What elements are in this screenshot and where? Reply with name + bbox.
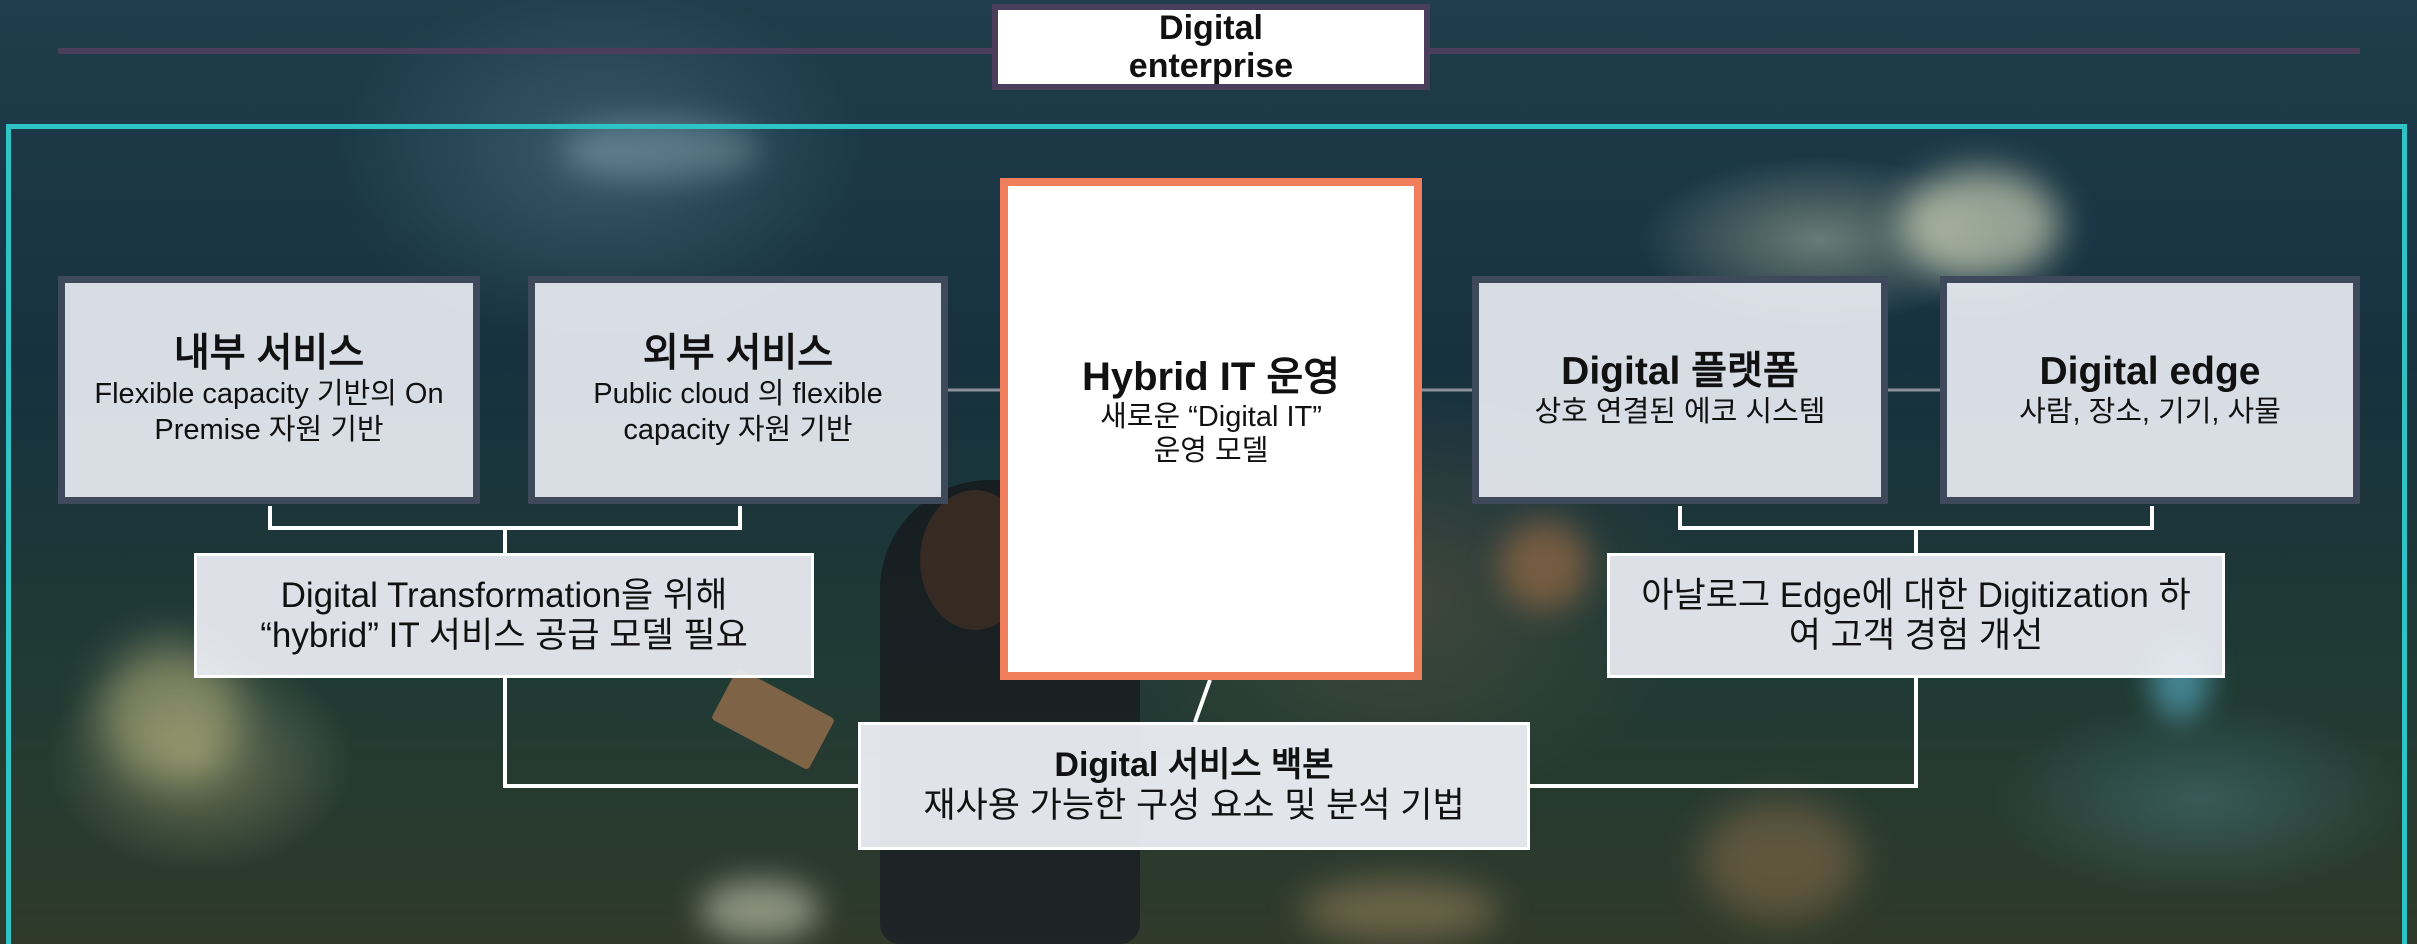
- center-title: Hybrid IT 운영: [1081, 355, 1341, 399]
- box-title: Digital edge: [2039, 350, 2261, 393]
- note-hybrid-it: Digital Transformation을 위해 “hybrid” IT 서…: [194, 553, 814, 678]
- title-box: Digital enterprise: [992, 4, 1430, 90]
- backbone-title: Digital 서비스 백본: [1054, 746, 1334, 784]
- box-title: 외부 서비스: [642, 332, 834, 375]
- box-title: 내부 서비스: [173, 332, 365, 375]
- backbone-subtitle: 재사용 가능한 구성 요소 및 분석 기법: [923, 786, 1465, 825]
- note-digitization: 아날로그 Edge에 대한 Digitization 하여 고객 경험 개선: [1607, 553, 2225, 678]
- connector-left-bracket: [268, 506, 742, 530]
- box-internal-services: 내부 서비스 Flexible capacity 기반의 On Premise …: [58, 276, 480, 504]
- note-text: Digital Transformation을 위해 “hybrid” IT 서…: [260, 575, 748, 655]
- connector-right-bracket: [1678, 506, 2154, 530]
- note-text: 아날로그 Edge에 대한 Digitization 하여 고객 경험 개선: [1641, 575, 2191, 655]
- enterprise-frame: [6, 124, 2407, 944]
- connector-center-to-backbone: [1193, 679, 1212, 723]
- connector-right-to-backbone: [1530, 678, 1918, 788]
- box-subtitle: 사람, 장소, 기기, 사물: [2019, 396, 2281, 428]
- center-box: Hybrid IT 운영 새로운 “Digital IT” 운영 모델: [1000, 178, 1422, 680]
- diagram-title: Digital enterprise: [1128, 9, 1294, 85]
- box-digital-edge: Digital edge 사람, 장소, 기기, 사물: [1940, 276, 2360, 504]
- box-external-services: 외부 서비스 Public cloud 의 flexible capacity …: [528, 276, 948, 504]
- box-digital-platform: Digital 플랫폼 상호 연결된 에코 시스템: [1472, 276, 1888, 504]
- box-subtitle: Public cloud 의 flexible capacity 자원 기반: [593, 378, 883, 446]
- backbone-box: Digital 서비스 백본 재사용 가능한 구성 요소 및 분석 기법: [858, 722, 1530, 850]
- box-subtitle: Flexible capacity 기반의 On Premise 자원 기반: [94, 378, 444, 446]
- connector-left-to-backbone: [503, 678, 858, 788]
- box-subtitle: 상호 연결된 에코 시스템: [1534, 396, 1826, 428]
- center-subtitle: 새로운 “Digital IT” 운영 모델: [1100, 401, 1322, 467]
- box-title: Digital 플랫폼: [1561, 350, 1799, 393]
